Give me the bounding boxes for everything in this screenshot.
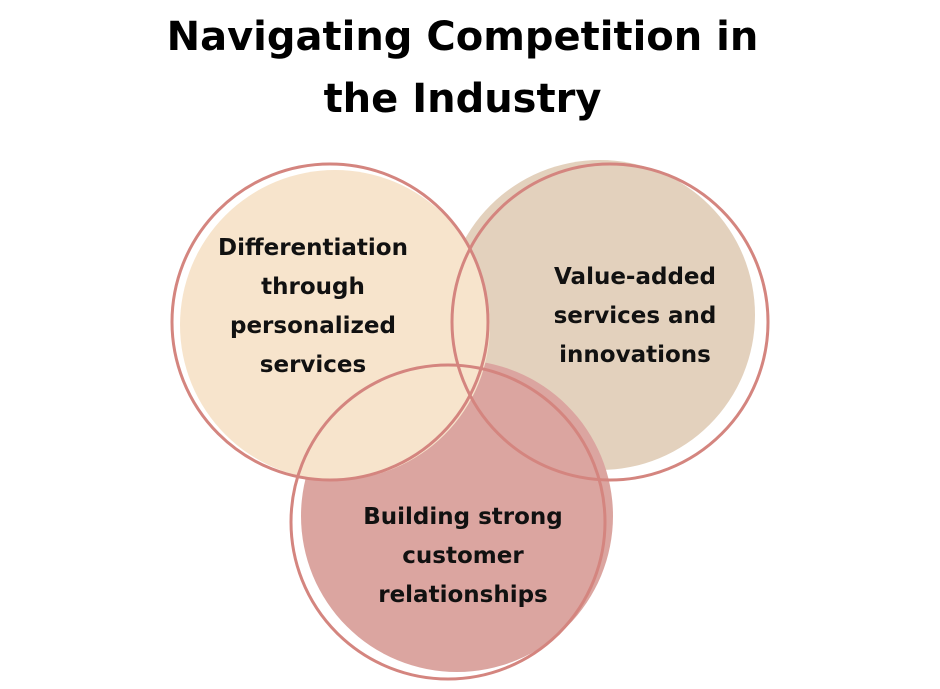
label-line: services and xyxy=(553,303,717,329)
diagram-title: Navigating Competition in the Industry xyxy=(0,6,925,130)
circle-outline-relationships xyxy=(289,363,607,681)
label-relationships: Building strong customer relationships xyxy=(333,498,593,615)
label-differentiation: Differentiation through personalized ser… xyxy=(193,229,433,385)
circle-fill-differentiation xyxy=(180,170,490,480)
label-line: Value-added xyxy=(554,264,716,290)
label-line: relationships xyxy=(378,582,548,608)
label-line: through xyxy=(261,274,365,300)
title-line-1: Navigating Competition in xyxy=(166,14,759,60)
label-line: services xyxy=(259,352,367,378)
label-value-added: Value-added services and innovations xyxy=(515,258,755,375)
circle-outline-differentiation xyxy=(170,162,490,482)
label-line: personalized xyxy=(229,313,396,339)
title-line-2: the Industry xyxy=(323,76,602,122)
circle-outline-value-added xyxy=(450,162,770,482)
label-line: Building strong xyxy=(363,504,563,530)
label-line: customer xyxy=(402,543,524,569)
label-line: Differentiation xyxy=(218,235,408,261)
label-line: innovations xyxy=(559,342,711,368)
